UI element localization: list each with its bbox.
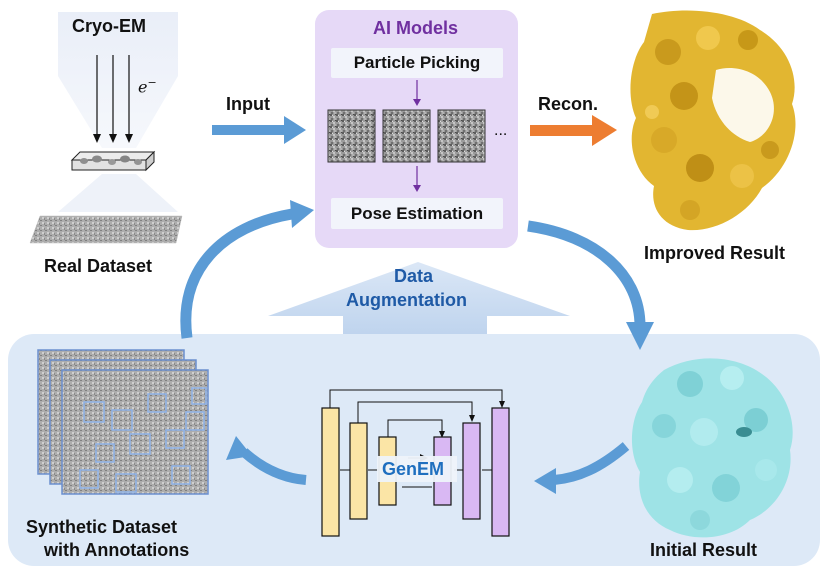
arrow-initial-to-genem xyxy=(534,442,630,494)
ray-head-3 xyxy=(125,134,133,143)
decoder-block-2 xyxy=(462,422,481,520)
encoder-block-1 xyxy=(321,407,340,537)
electron-symbol-charge: − xyxy=(147,76,157,89)
sample-slab xyxy=(70,150,156,172)
particle-crop-1 xyxy=(327,109,376,163)
recon-label: Recon. xyxy=(538,94,599,114)
improved-density-map xyxy=(630,10,796,231)
beam-lower xyxy=(58,174,178,212)
input-arrow xyxy=(212,116,306,144)
synthetic-dataset-stack xyxy=(37,349,209,495)
loop-arrow-to-initial xyxy=(527,220,654,350)
particle-crop-2 xyxy=(382,109,431,163)
flow-arrow-down-2-head xyxy=(413,185,421,192)
initial-density-map xyxy=(631,358,793,538)
bottom-panel xyxy=(8,334,820,566)
encoder-block-2 xyxy=(349,422,368,520)
arrow-genem-to-synthetic xyxy=(226,436,307,485)
data-augmentation-line1: Data xyxy=(394,266,434,286)
synthetic-dataset-line2: with Annotations xyxy=(44,540,190,560)
initial-result-label: Initial Result xyxy=(650,540,758,560)
electron-symbol-letter: e xyxy=(138,77,148,97)
cryo-em-title: Cryo-EM xyxy=(72,16,147,36)
more-particles-ellipsis: ... xyxy=(494,122,508,139)
electron-symbol: e− xyxy=(138,76,157,96)
ray-head-1 xyxy=(93,134,101,143)
particle-picking-label: Particle Picking xyxy=(353,53,481,72)
particle-picking-box xyxy=(331,48,503,78)
particle-crop-3 xyxy=(437,109,486,163)
data-augmentation-arrow xyxy=(268,262,570,334)
genem-network xyxy=(321,389,510,537)
ray-head-2 xyxy=(109,134,117,143)
decoder-block-3 xyxy=(491,407,510,537)
improved-result-label: Improved Result xyxy=(644,243,786,263)
pose-estimation-box xyxy=(331,198,503,229)
flow-arrow-down-1-head xyxy=(413,99,421,106)
data-augmentation-line2: Augmentation xyxy=(346,290,467,310)
input-label: Input xyxy=(226,94,270,114)
genem-label: GenEM xyxy=(382,459,445,479)
ai-models-title: AI Models xyxy=(373,18,459,38)
recon-arrow xyxy=(530,115,617,146)
synthetic-dataset-line1: Synthetic Dataset xyxy=(26,517,178,537)
pose-estimation-label: Pose Estimation xyxy=(350,204,484,223)
electron-beam xyxy=(58,12,178,148)
real-dataset-label: Real Dataset xyxy=(44,256,153,276)
genem-label-bg xyxy=(377,456,457,482)
loop-arrow-to-ai xyxy=(180,200,314,339)
detector-image xyxy=(29,215,183,244)
